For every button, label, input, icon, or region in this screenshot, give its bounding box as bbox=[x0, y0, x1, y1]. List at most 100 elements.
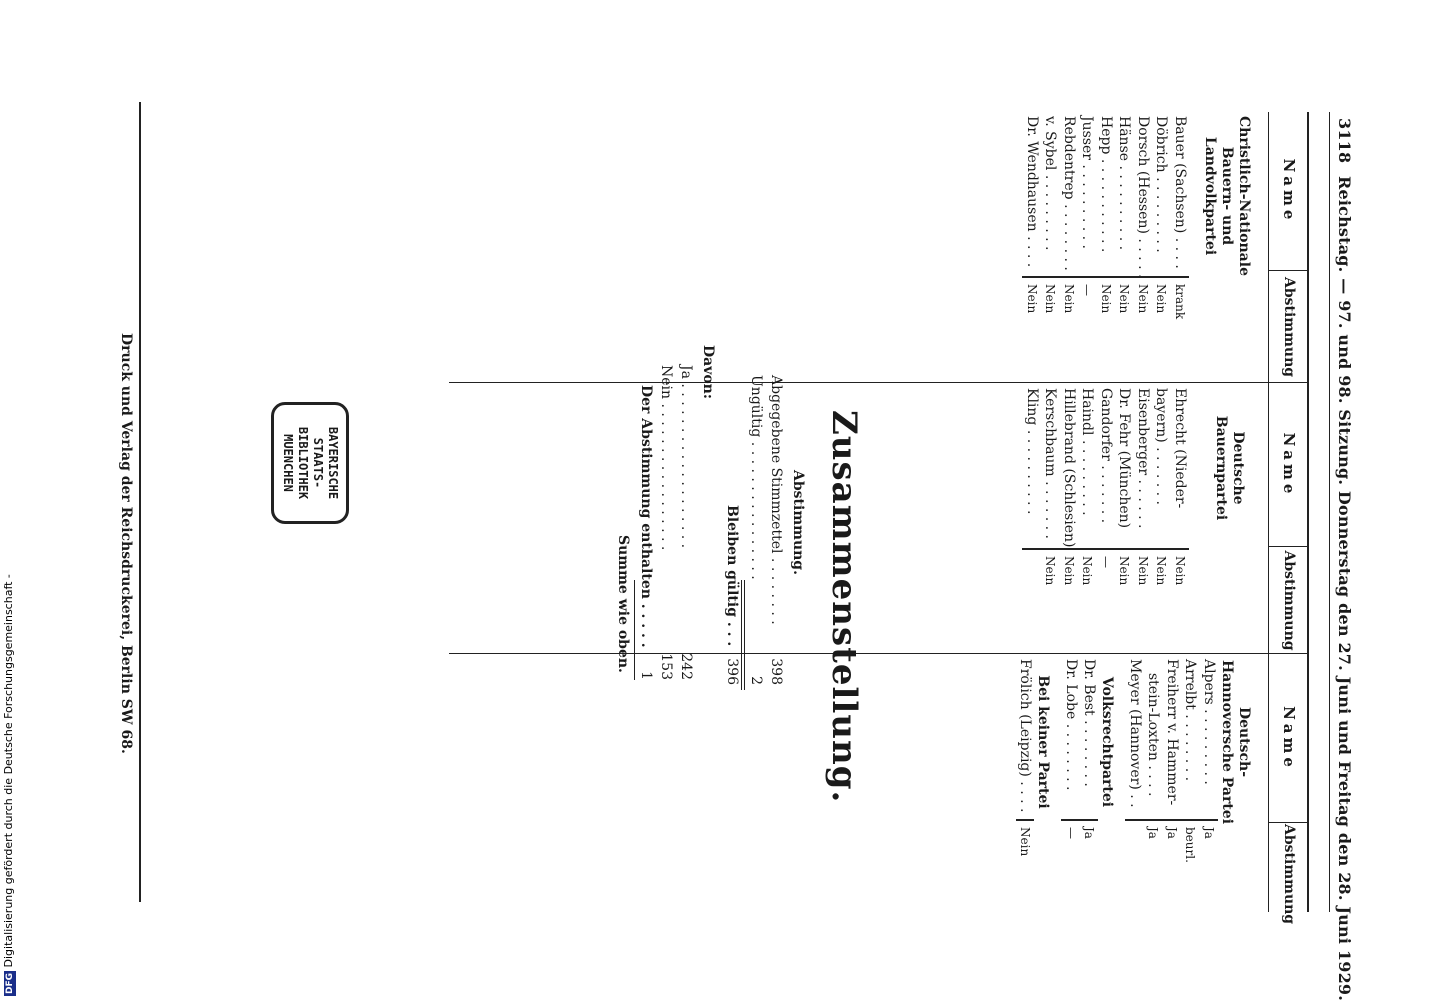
col-name-header-3: Name bbox=[1280, 706, 1298, 771]
member-vote: krank bbox=[1173, 284, 1187, 320]
member-name: Gandorfer . . . . . . . bbox=[1098, 388, 1114, 524]
summary-summe-label: Summe wie oben. bbox=[615, 535, 631, 673]
summary-ungueltig-value: 2 bbox=[748, 676, 764, 685]
member-name: bayern) . . . . . . . bbox=[1153, 388, 1170, 505]
member-vote: — bbox=[1099, 556, 1113, 568]
vote-separator bbox=[1061, 819, 1099, 821]
member-name: Dr. Fehr (München) bbox=[1116, 388, 1133, 529]
col-vote-header-3: Abstimmung bbox=[1281, 824, 1297, 925]
member-vote: Ja bbox=[1165, 827, 1179, 839]
stamp-line: BIBLIOTHEK bbox=[296, 426, 310, 500]
member-vote: Nein bbox=[1099, 284, 1113, 314]
summary-enthalten-value: 1 bbox=[638, 671, 654, 680]
member-name: Arrelbt . . . . . . . . bbox=[1182, 659, 1199, 782]
library-stamp: BAYERISCHE STAATS- BIBLIOTHEK MUENCHEN bbox=[271, 402, 349, 524]
vote-separator bbox=[1022, 276, 1189, 278]
member-vote: Nein bbox=[1173, 556, 1187, 586]
party-heading: Volksrechtpartei bbox=[1099, 676, 1116, 808]
member-name: Hillebrand (Schlesien) bbox=[1061, 388, 1077, 548]
member-name: Jusser . . . . . . . . . . bbox=[1079, 116, 1096, 249]
table-top-rule bbox=[1307, 112, 1309, 912]
member-vote: Ja bbox=[1202, 827, 1216, 839]
page-header-title: Reichstag. — 97. und 98. Sitzung. Donner… bbox=[1335, 176, 1354, 1001]
table-column-1: Christlich-Nationale Bauern- und Landvol… bbox=[1022, 116, 1252, 378]
table-column-3: Deutsch-Hannoversche Partei Alpers . . .… bbox=[1016, 659, 1252, 909]
col-name-header-2: Name bbox=[1280, 432, 1298, 498]
footer-rule bbox=[139, 102, 141, 902]
table-col-divider-1 bbox=[449, 382, 1309, 383]
member-name: Meyer (Hannover) . . bbox=[1127, 659, 1143, 808]
member-name: stein-Loxten . . . . bbox=[1145, 673, 1162, 797]
member-name: Rebdentrep . . . . . . . . bbox=[1061, 116, 1077, 271]
summary-ungueltig-label: Ungültig . . . . . . . . . . . . . . . . bbox=[748, 375, 764, 580]
summary-ja-label: Ja . . . . . . . . . . . . . . . . . . . bbox=[678, 365, 694, 549]
member-vote: Nein bbox=[1043, 556, 1058, 586]
vote-separator bbox=[1016, 819, 1035, 821]
member-name: Kling . . . . . . . . . . bbox=[1024, 388, 1040, 515]
dfg-side-note: DFG Digitalisierung gefördert durch die … bbox=[0, 0, 18, 1000]
table-sub-divider-2 bbox=[1269, 546, 1309, 547]
member-name: Freiherr v. Hammer- bbox=[1164, 659, 1180, 806]
summary-davon-label: Davon: bbox=[700, 345, 716, 400]
col-vote-header-2: Abstimmung bbox=[1281, 550, 1297, 651]
party-heading: Christlich-Nationale Bauern- und Landvol… bbox=[1202, 116, 1252, 276]
summary-subtitle: Abstimmung. bbox=[790, 470, 806, 575]
table-sub-divider-1 bbox=[1269, 270, 1309, 271]
member-name: Ehrecht (Nieder- bbox=[1172, 388, 1188, 509]
summary-title: Zusammenstellung. bbox=[824, 410, 864, 804]
summary-abgegebene-label: Abgegebene Stimmzettel . . . . . . . . bbox=[768, 375, 784, 625]
member-name: Dr. Lobe . . . . . . . . bbox=[1063, 659, 1079, 791]
member-vote: — bbox=[1080, 284, 1095, 296]
member-vote: beurl. bbox=[1183, 827, 1198, 863]
col-vote-header-1: Abstimmung bbox=[1281, 276, 1297, 378]
stamp-line: STAATS- bbox=[311, 437, 325, 489]
member-vote: Nein bbox=[1117, 284, 1132, 314]
summary-abgegebene-value: 398 bbox=[768, 658, 784, 685]
member-name: Eisenberger . . . . . . bbox=[1135, 388, 1151, 529]
summary-gueltig-label: Bleiben gültig . . . bbox=[724, 505, 740, 647]
summary-ja-value: 242 bbox=[678, 653, 694, 680]
page-number: 3118 bbox=[1335, 118, 1354, 164]
member-vote: Ja bbox=[1082, 827, 1097, 839]
member-vote: Nein bbox=[1154, 556, 1169, 586]
member-name: Kerschbaum . . . . . . . bbox=[1042, 388, 1059, 540]
member-vote: Nein bbox=[1154, 284, 1169, 314]
member-name: v. Sybel . . . . . . . . . bbox=[1042, 116, 1059, 251]
member-name: Hepp . . . . . . . . . . . bbox=[1098, 116, 1114, 253]
member-name: Dr. Best . . . . . . . . bbox=[1081, 659, 1098, 787]
col-name-header-1: Name bbox=[1280, 158, 1298, 224]
summary-rule-1b bbox=[741, 580, 742, 690]
member-name: Alpers . . . . . . . . . bbox=[1201, 659, 1217, 785]
party-heading: Deutsch-Hannoversche Partei bbox=[1219, 659, 1252, 825]
stamp-line: MUENCHEN bbox=[281, 434, 295, 492]
summary-nein-label: Nein . . . . . . . . . . . . . . . . . bbox=[658, 365, 674, 551]
header-rule-top bbox=[1329, 112, 1330, 912]
dfg-logo-icon: DFG bbox=[4, 970, 16, 996]
member-vote: Nein bbox=[1080, 556, 1095, 586]
stamp-line: BAYERISCHE bbox=[326, 426, 340, 500]
table-col-divider-2 bbox=[449, 653, 1309, 654]
summary-rule-2 bbox=[634, 580, 635, 680]
member-vote: Nein bbox=[1136, 556, 1150, 586]
summary-nein-value: 153 bbox=[658, 653, 674, 680]
side-note-logo: DFG bbox=[2, 970, 16, 1000]
vote-separator bbox=[1022, 548, 1189, 550]
table-sub-divider-3 bbox=[1269, 822, 1309, 823]
summary-enthalten-label: Der Abstimmung enthalten . . . . . bbox=[638, 385, 654, 648]
member-name: Hänse . . . . . . . . . . bbox=[1116, 116, 1133, 251]
member-vote: Nein bbox=[1018, 827, 1033, 857]
table-column-2: Deutsche Bauernpartei Ehrecht (Nieder- b… bbox=[1022, 388, 1253, 650]
member-vote: Nein bbox=[1136, 284, 1150, 314]
party-heading: Bei keiner Partei bbox=[1035, 675, 1052, 809]
footer-imprint: Druck und Verlag der Reichsdruckerei, Be… bbox=[118, 333, 134, 754]
summary-gueltig-value: 396 bbox=[724, 658, 740, 685]
table-head-rule bbox=[1268, 112, 1269, 912]
member-name: Bauer (Sachsen) . . . . bbox=[1172, 116, 1188, 269]
member-vote: Nein bbox=[1025, 284, 1039, 314]
member-vote: Ja bbox=[1146, 827, 1161, 839]
vote-separator bbox=[1125, 819, 1218, 821]
member-vote: Nein bbox=[1043, 284, 1058, 314]
member-name: Frölich (Leipzig) . . . . bbox=[1017, 659, 1034, 813]
member-name: Dorsch (Hessen) . . . . . bbox=[1135, 116, 1151, 279]
